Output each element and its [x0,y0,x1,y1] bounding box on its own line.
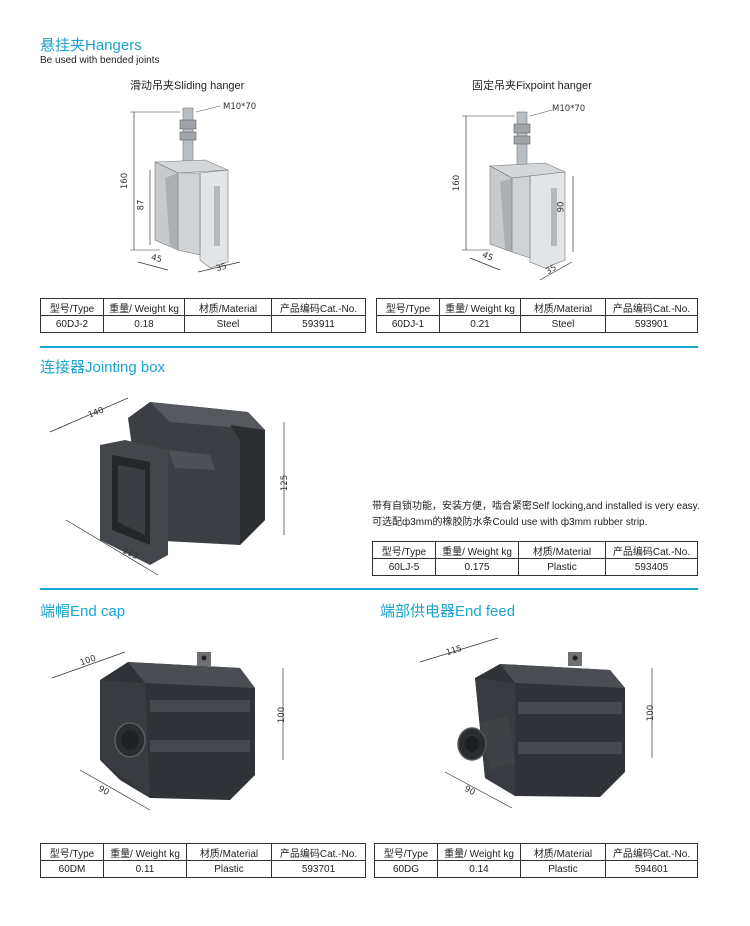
fixpoint-hanger-table: 型号/Type 重量/ Weight kg 材质/Material 产品编码Ca… [376,298,698,333]
table-row: 60DJ-2 0.18 Steel 593911 [40,315,366,333]
jointing-box-table: 型号/Type 重量/ Weight kg 材质/Material 产品编码Ca… [372,541,698,576]
section-divider [40,588,698,590]
table-header-row: 型号/Type 重量/ Weight kg 材质/Material 产品编码Ca… [40,843,366,861]
table-header-cell: 产品编码Cat.-No. [605,843,698,861]
table-header-cell: 型号/Type [374,843,438,861]
fixpoint-hanger-caption: 固定吊夹Fixpoint hanger [472,80,592,92]
table-header-cell: 材质/Material [520,843,606,861]
table-cell: 593405 [605,558,698,576]
table-row: 60DJ-1 0.21 Steel 593901 [376,315,698,333]
table-header-cell: 重量/ Weight kg [437,843,521,861]
table-cell: 593901 [605,315,698,333]
table-cell: Plastic [520,860,606,878]
table-header-row: 型号/Type 重量/ Weight kg 材质/Material 产品编码Ca… [372,541,698,559]
end-feed-table: 型号/Type 重量/ Weight kg 材质/Material 产品编码Ca… [374,843,698,878]
table-cell: 594601 [605,860,698,878]
table-row: 60DG 0.14 Plastic 594601 [374,860,698,878]
table-cell: 593911 [271,315,366,333]
sliding-hanger-caption: 滑动吊夹Sliding hanger [130,80,245,92]
jointing-note-1: 带有自锁功能，安装方便，啮合紧密Self locking,and install… [372,501,700,512]
hangers-subtitle: Be used with bended joints [40,55,160,66]
end-cap-table: 型号/Type 重量/ Weight kg 材质/Material 产品编码Ca… [40,843,366,878]
table-cell: Plastic [518,558,606,576]
table-cell: 0.11 [103,860,187,878]
table-row: 60DM 0.11 Plastic 593701 [40,860,366,878]
end-cap-title: 端帽End cap [40,603,126,620]
table-cell: Steel [520,315,606,333]
table-cell: 0.18 [103,315,185,333]
sliding-bolt-label: M10*70 [223,102,257,112]
table-header-row: 型号/Type 重量/ Weight kg 材质/Material 产品编码Ca… [374,843,698,861]
table-row: 60LJ-5 0.175 Plastic 593405 [372,558,698,576]
jointing-note-2: 可选配ф3mm的橡胶防水条Could use with ф3mm rubber … [372,517,648,528]
table-cell: 593701 [271,860,366,878]
end-feed-dim-height: 100 [646,704,657,722]
sliding-hanger-table: 型号/Type 重量/ Weight kg 材质/Material 产品编码Ca… [40,298,366,333]
table-header-row: 型号/Type 重量/ Weight kg 材质/Material 产品编码Ca… [376,298,698,316]
table-cell: 0.14 [437,860,521,878]
table-cell: 60DG [374,860,438,878]
table-header-row: 型号/Type 重量/ Weight kg 材质/Material 产品编码Ca… [40,298,366,316]
hangers-title: 悬挂夹Hangers [40,37,142,54]
end-feed-title: 端部供电器End feed [380,603,516,620]
jointing-box-title: 连接器Jointing box [40,359,166,376]
section-divider [40,346,698,348]
fixpoint-bolt-label: M10*70 [552,104,586,114]
